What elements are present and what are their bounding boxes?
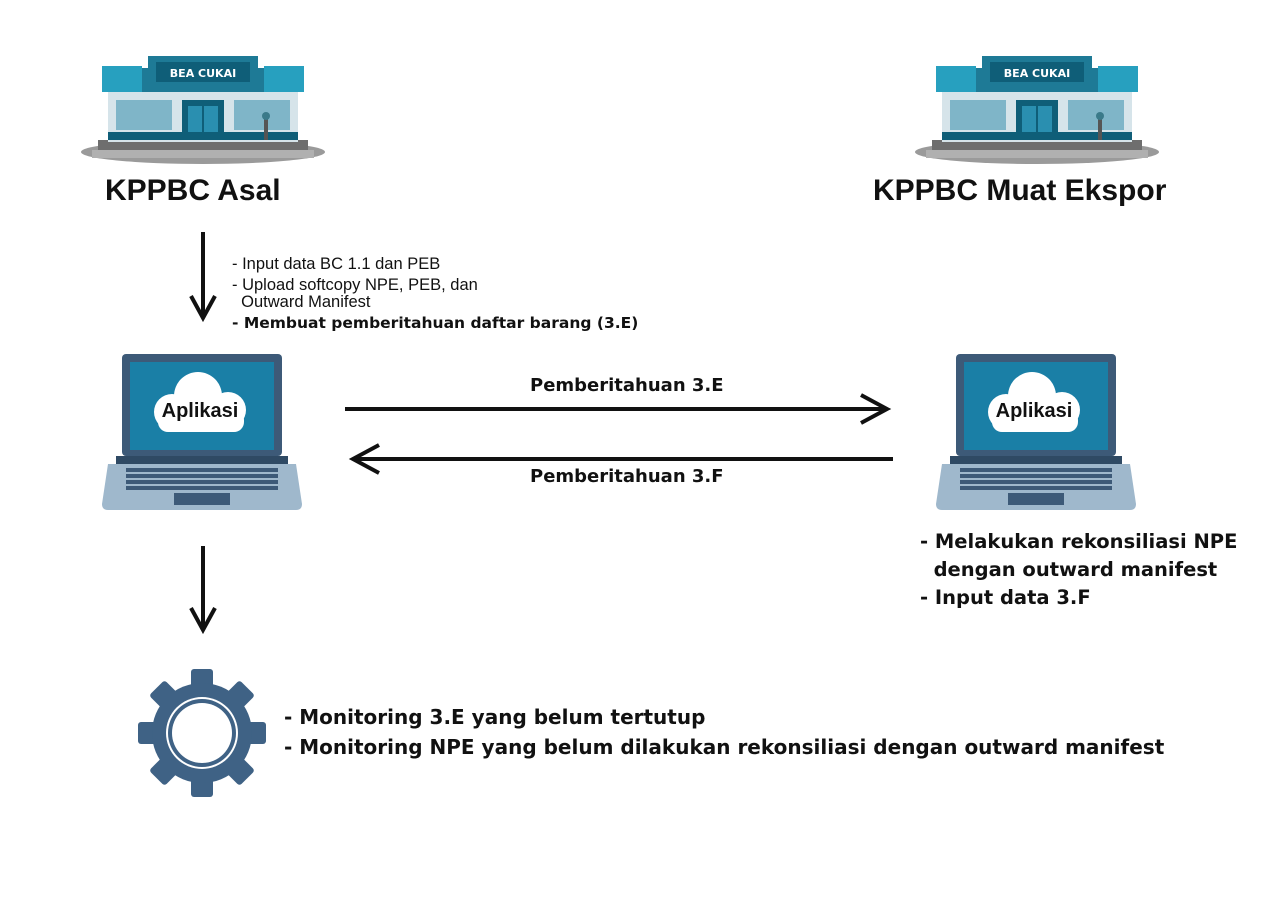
office-title-origin: KPPBC Asal	[105, 174, 281, 207]
building-sign-destination: BEA CUKAI	[1004, 67, 1070, 80]
origin-step: Outward Manifest	[232, 293, 371, 311]
laptop-label-origin: Aplikasi	[162, 400, 239, 422]
building-sign-origin: BEA CUKAI	[170, 67, 236, 80]
destination-step: - Melakukan rekonsiliasi NPE	[920, 530, 1238, 553]
building-icon-origin: BEA CUKAI	[81, 56, 325, 164]
down-arrow-icon-monitoring	[189, 546, 217, 635]
monitoring-item: - Monitoring 3.E yang belum tertutup	[284, 705, 706, 729]
gear-icon	[138, 669, 266, 797]
message-label-3f: Pemberitahuan 3.F	[530, 466, 724, 487]
message-label-3e: Pemberitahuan 3.E	[530, 375, 724, 396]
origin-step: - Input data BC 1.1 dan PEB	[232, 255, 441, 273]
origin-step: - Upload softcopy NPE, PEB, dan	[232, 276, 478, 294]
laptop-label-destination: Aplikasi	[996, 400, 1073, 422]
destination-step: - Input data 3.F	[920, 586, 1091, 609]
origin-steps-list: - Input data BC 1.1 dan PEB - Upload sof…	[232, 254, 638, 334]
office-title-destination: KPPBC Muat Ekspor	[873, 174, 1167, 207]
laptop-icon-destination: Aplikasi	[936, 354, 1136, 510]
destination-step: dengan outward manifest	[920, 558, 1218, 581]
monitoring-item: - Monitoring NPE yang belum dilakukan re…	[284, 735, 1165, 759]
origin-step: - Membuat pemberitahuan daftar barang (3…	[232, 314, 639, 332]
laptop-icon-origin: Aplikasi	[102, 354, 302, 510]
right-arrow-icon	[345, 393, 892, 425]
down-arrow-icon-origin	[189, 232, 217, 323]
monitoring-list: - Monitoring 3.E yang belum tertutup - M…	[284, 702, 1164, 762]
left-arrow-icon	[348, 443, 893, 475]
building-icon-destination: BEA CUKAI	[915, 56, 1159, 164]
destination-steps-list: - Melakukan rekonsiliasi NPE dengan outw…	[920, 528, 1237, 612]
